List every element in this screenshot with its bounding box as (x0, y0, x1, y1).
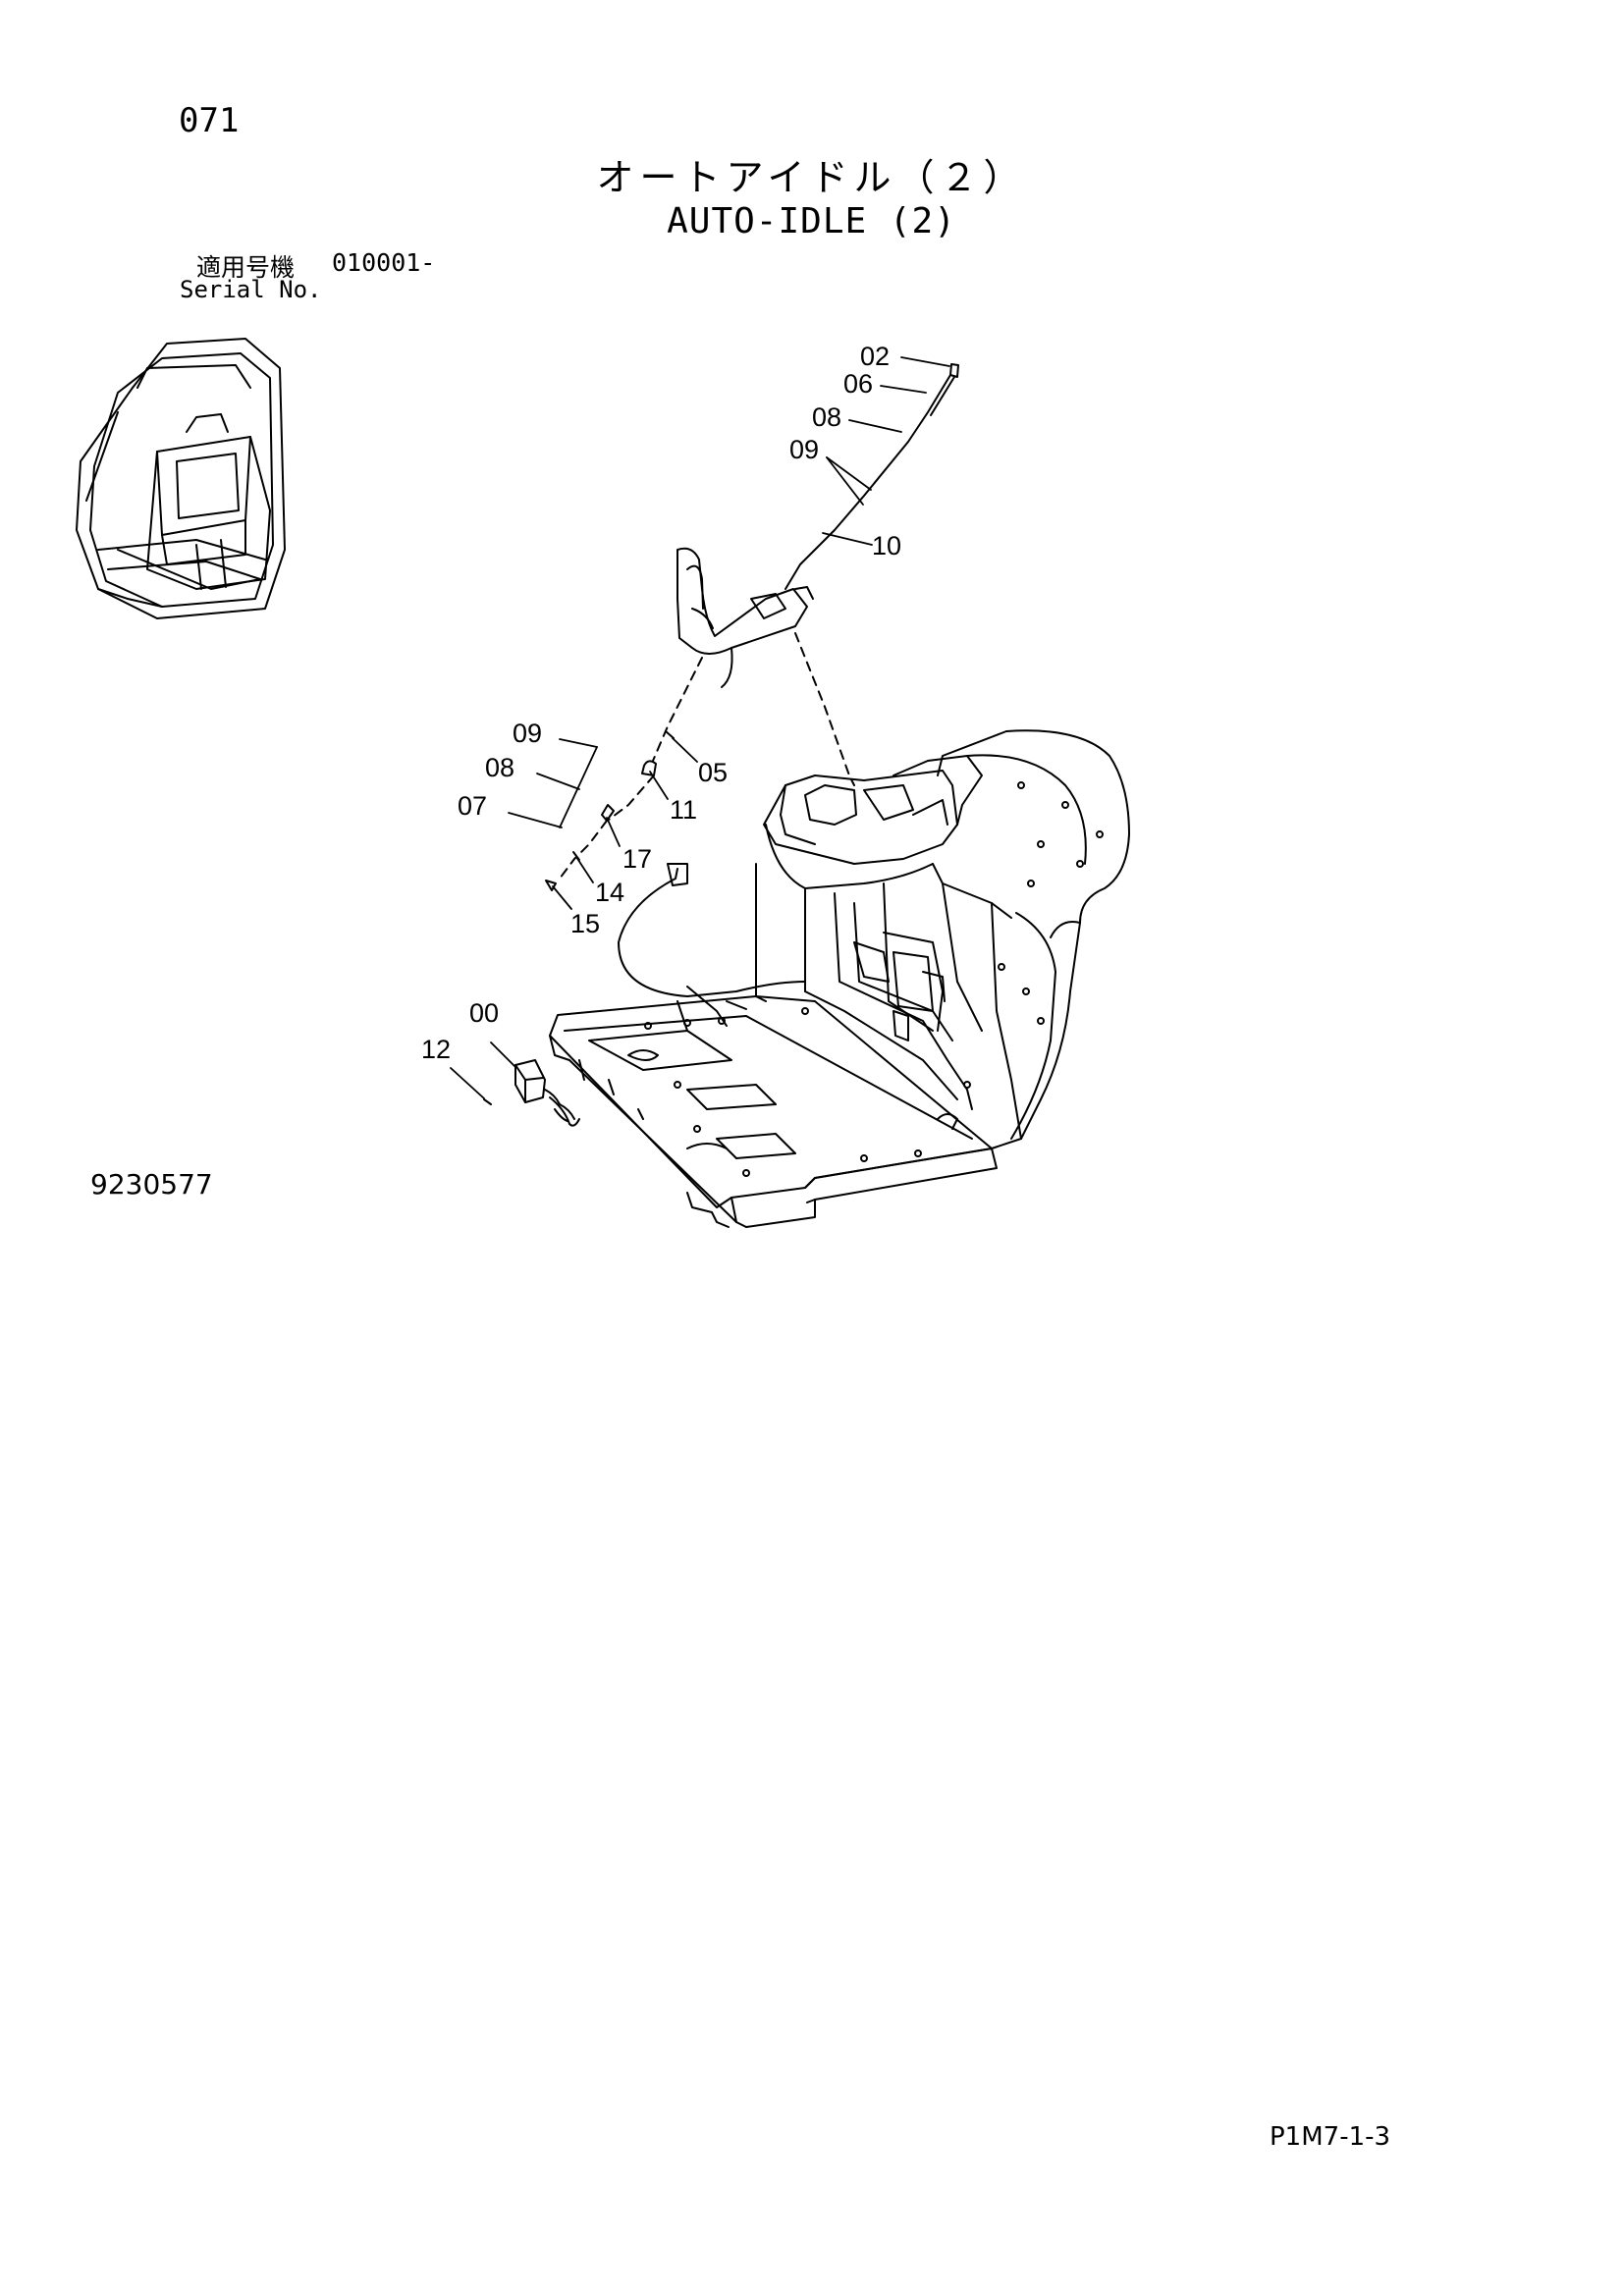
switch-unit-drawing (483, 1059, 580, 1127)
joystick-lever-drawing (676, 547, 814, 688)
callout-11: 11 (670, 795, 697, 825)
serial-value: 010001- (332, 248, 436, 277)
callout-07: 07 (458, 791, 487, 821)
serial-label-japanese: 適用号機 (196, 253, 296, 282)
callout-17: 17 (622, 844, 652, 874)
figure-code: 9230577 (90, 1168, 213, 1201)
callout-09-lower: 09 (513, 719, 542, 748)
callout-14: 14 (595, 878, 624, 907)
title-english: AUTO-IDLE (2) (667, 201, 956, 241)
console-assembly-drawing (549, 729, 1130, 1228)
callout-06: 06 (843, 369, 873, 399)
exploded-parts-drawing (545, 632, 855, 891)
page-code: P1M7-1-3 (1270, 2122, 1391, 2152)
page-number: 071 (179, 101, 240, 140)
serial-label-english: Serial No. (180, 276, 322, 303)
callout-08-upper: 08 (812, 402, 841, 432)
callout-12: 12 (421, 1035, 451, 1064)
leader-lines (450, 356, 950, 1099)
callout-10: 10 (872, 531, 901, 561)
switch-cable-drawing (784, 363, 959, 590)
callout-00: 00 (469, 998, 499, 1028)
callout-02: 02 (860, 342, 890, 371)
cab-overview-thumbnail (76, 338, 286, 619)
callout-08-lower: 08 (485, 753, 514, 782)
callout-labels: 02 06 08 09 10 09 08 07 05 11 17 14 15 0… (421, 342, 901, 1064)
callout-15: 15 (570, 909, 600, 938)
title-japanese: オートアイドル（２） (596, 156, 1027, 199)
callout-09-upper: 09 (789, 435, 819, 464)
callout-05: 05 (698, 758, 728, 787)
